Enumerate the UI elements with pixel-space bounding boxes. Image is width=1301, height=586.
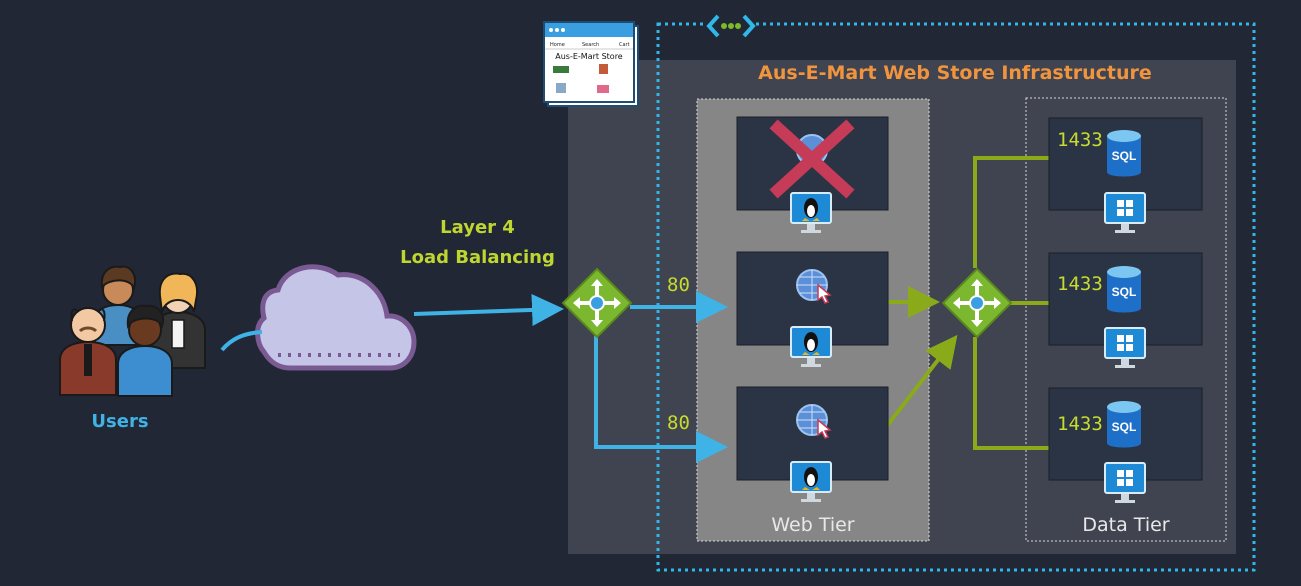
linux-vm-icon [790,326,832,367]
store-nav-home: Home [550,42,565,48]
lb-to-web-server-3-arrow [594,336,728,463]
store-nav-cart: Cart [619,42,630,48]
data-server-2-port: 1433 [1057,273,1103,295]
linux-vm-icon [790,461,832,502]
sql-database-icon [1107,401,1141,448]
data-tier-panel [1025,97,1227,542]
web-server-2-port: 80 [667,274,690,296]
users-label: Users [91,411,149,432]
sql-label-2: SQL [1111,285,1137,299]
sql-label-1: SQL [1111,149,1137,163]
vnet-icon [706,14,756,38]
globe-icon [796,404,832,439]
failed-x-icon [769,119,855,199]
web-tier-label: Web Tier [771,514,855,536]
web-server-3-port: 80 [667,412,690,434]
load-balancer-icon [561,267,633,339]
internet-cloud-icon [255,264,417,371]
windows-vm-icon [1104,462,1146,503]
web-server-3-to-lb2-arrow [874,334,958,442]
data-server-3-port: 1433 [1057,413,1103,435]
lb-label-line2: Load Balancing [400,247,555,268]
vnet-boundary [656,22,1256,572]
windows-vm-icon [1104,327,1146,368]
linux-vm-icon [790,192,832,233]
users-to-cloud-link [220,330,263,352]
globe-icon [796,269,832,304]
diagram-title: Aus-E-Mart Web Store Infrastructure [758,62,1152,84]
sql-database-icon [1107,266,1141,313]
sql-database-icon [1107,130,1141,177]
sql-label-3: SQL [1111,420,1137,434]
data-server-1-port: 1433 [1057,129,1103,151]
data-tier-label: Data Tier [1082,514,1170,536]
internal-load-balancer-icon [941,267,1013,339]
cloud-to-lb-arrow [413,293,564,326]
windows-vm-icon [1104,192,1146,233]
users-group-icon [59,265,206,397]
store-window-title: Aus-E-Mart Store [555,52,623,61]
store-window-icon: Home Search Cart Aus-E-Mart Store [543,21,639,107]
lb-label-line1: Layer 4 [440,217,515,238]
store-nav-search: Search [582,42,599,48]
